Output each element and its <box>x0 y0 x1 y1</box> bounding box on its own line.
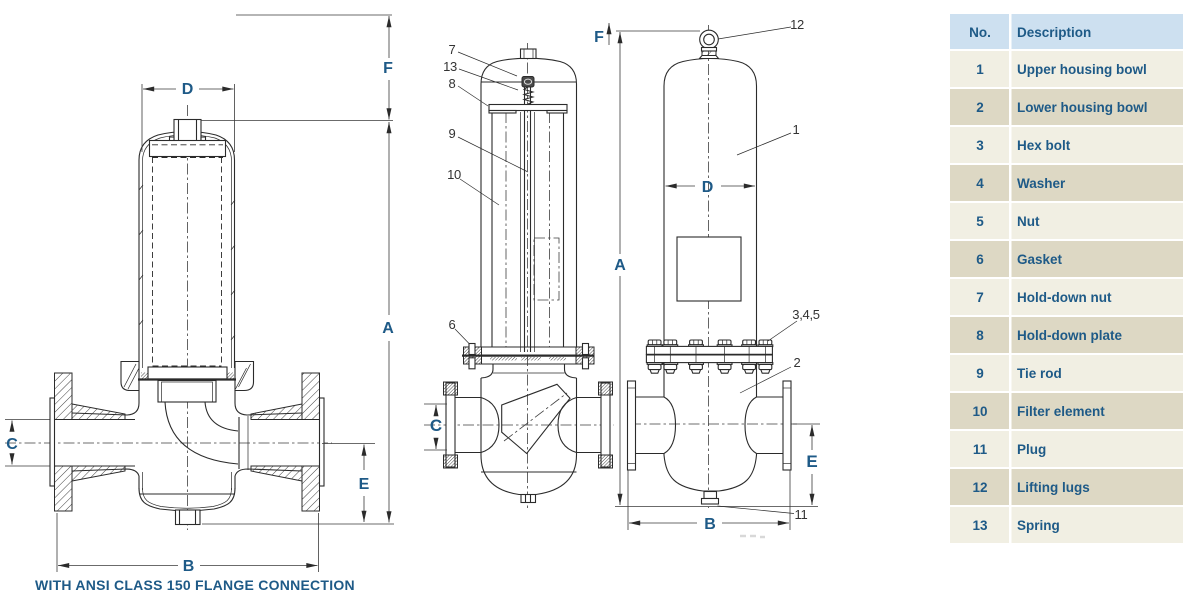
svg-text:3: 3 <box>976 138 984 153</box>
svg-text:B: B <box>183 558 195 575</box>
svg-text:D: D <box>182 81 194 98</box>
svg-text:12: 12 <box>972 480 987 495</box>
svg-text:Plug: Plug <box>1017 442 1046 457</box>
svg-text:A: A <box>614 257 626 274</box>
svg-text:8: 8 <box>976 328 984 343</box>
svg-text:11: 11 <box>795 507 808 522</box>
svg-text:4: 4 <box>976 176 984 191</box>
svg-text:E: E <box>806 452 817 471</box>
svg-text:7: 7 <box>449 42 456 57</box>
svg-text:Spring: Spring <box>1017 518 1060 533</box>
svg-text:E: E <box>359 476 370 493</box>
svg-text:12: 12 <box>790 17 804 32</box>
svg-text:2: 2 <box>794 355 801 370</box>
svg-text:6: 6 <box>976 252 984 267</box>
svg-text:Nut: Nut <box>1017 214 1040 229</box>
svg-text:B: B <box>704 516 716 533</box>
svg-text:Tie rod: Tie rod <box>1017 366 1062 381</box>
svg-text:10: 10 <box>447 167 461 182</box>
svg-text:Description: Description <box>1017 25 1091 40</box>
svg-text:9: 9 <box>976 366 984 381</box>
svg-text:Upper housing bowl: Upper housing bowl <box>1017 62 1147 77</box>
svg-text:8: 8 <box>449 76 456 91</box>
svg-text:Hold-down nut: Hold-down nut <box>1017 290 1112 305</box>
svg-text:6: 6 <box>449 317 456 332</box>
svg-text:Gasket: Gasket <box>1017 252 1063 267</box>
svg-text:Lower housing bowl: Lower housing bowl <box>1017 100 1148 115</box>
svg-text:Hex bolt: Hex bolt <box>1017 138 1071 153</box>
svg-text:10: 10 <box>972 404 987 419</box>
svg-text:WITH ANSI CLASS 150 FLANGE CON: WITH ANSI CLASS 150 FLANGE CONNECTION <box>35 577 355 593</box>
svg-text:D: D <box>702 179 714 196</box>
svg-text:9: 9 <box>449 126 456 141</box>
svg-text:F: F <box>594 29 604 46</box>
svg-text:Filter element: Filter element <box>1017 404 1105 419</box>
svg-text:11: 11 <box>973 442 988 457</box>
svg-text:3,4,5: 3,4,5 <box>792 307 819 322</box>
svg-text:Hold-down plate: Hold-down plate <box>1017 328 1122 343</box>
svg-text:F: F <box>383 60 393 77</box>
svg-text:Washer: Washer <box>1017 176 1066 191</box>
svg-text:13: 13 <box>443 59 457 74</box>
svg-text:5: 5 <box>976 214 984 229</box>
svg-text:13: 13 <box>972 518 988 533</box>
svg-text:No.: No. <box>969 25 991 40</box>
svg-text:Lifting lugs: Lifting lugs <box>1017 480 1090 495</box>
svg-text:A: A <box>382 320 394 337</box>
svg-text:1: 1 <box>793 122 800 137</box>
svg-text:1: 1 <box>976 62 984 77</box>
svg-text:C: C <box>6 436 18 453</box>
svg-text:7: 7 <box>976 290 984 305</box>
svg-text:2: 2 <box>976 100 984 115</box>
svg-text:C: C <box>430 416 442 435</box>
